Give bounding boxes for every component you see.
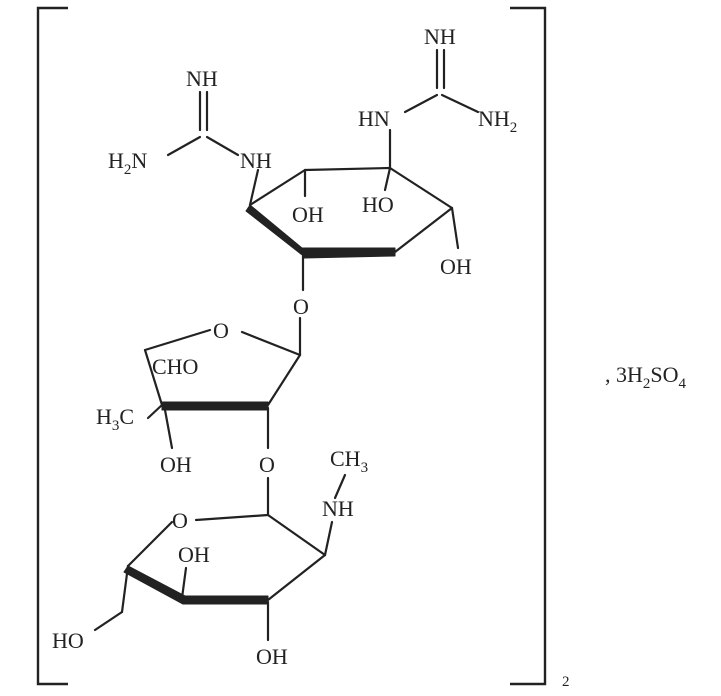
label-oh-ring2: OH: [160, 452, 192, 477]
label-nh-methyl: NH: [322, 496, 354, 521]
label-o-link1: O: [293, 294, 309, 319]
right-bracket: [510, 6, 547, 686]
label-o-link2: O: [259, 452, 275, 477]
label-h3c: H3C: [96, 404, 134, 434]
label-h2n-left: H2N: [108, 148, 147, 178]
label-nh-left: NH: [240, 148, 272, 173]
ring-streptose: O CHO H3C OH O: [96, 316, 302, 477]
label-oh-ring1-c: OH: [440, 254, 472, 279]
label-nh2-right: NH2: [478, 106, 517, 136]
label-oh-ring1-a: OH: [292, 202, 324, 227]
label-nh-top-right: NH: [424, 24, 456, 49]
label-o-ring2: O: [213, 318, 229, 343]
label-cho: CHO: [152, 354, 198, 379]
label-o-ring3: O: [172, 508, 188, 533]
bracket-multiplier: 2: [562, 674, 570, 690]
guanidine-right: NH HN NH2: [358, 24, 517, 170]
label-hn-right: HN: [358, 106, 390, 131]
label-nh-top-left: NH: [186, 66, 218, 91]
svg-text:, 3H2SO4: , 3H2SO4: [605, 362, 687, 392]
label-oh-ring3-c: OH: [256, 644, 288, 669]
label-ho-ring3-b: HO: [52, 628, 84, 653]
label-ch3: CH3: [330, 446, 368, 476]
left-bracket: [36, 6, 68, 686]
label-oh-ring3-a: OH: [178, 542, 210, 567]
guanidine-left: NH H2N NH: [108, 66, 272, 207]
salt-label: , 3H2SO4: [605, 362, 687, 392]
ring-glucosamine: CH3 NH O OH HO OH: [52, 446, 368, 669]
ring-streptidine: OH HO OH O: [245, 166, 472, 319]
label-ho-ring1-b: HO: [362, 192, 394, 217]
